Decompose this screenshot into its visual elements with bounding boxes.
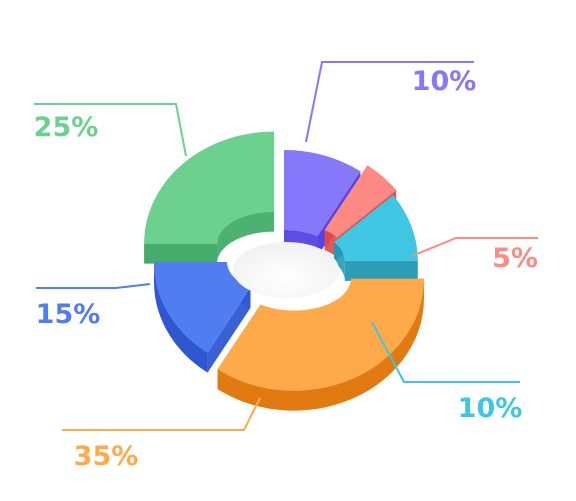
slice-3-outer-wall <box>217 278 424 411</box>
data-label-0: 10% <box>412 66 477 97</box>
leader-line-4 <box>36 283 151 289</box>
leader-line-3 <box>62 397 261 431</box>
leader-line-2 <box>371 321 520 383</box>
slice-1-red <box>324 165 397 238</box>
slice-4-blue <box>154 262 251 353</box>
data-label-5: 25% <box>34 112 99 143</box>
donut-hole <box>233 242 339 298</box>
slice-5-inner-wall <box>217 211 275 264</box>
slice-5-edge-wall-0 <box>144 243 218 264</box>
slice-2-inner-wall <box>333 242 345 281</box>
leader-line-1 <box>411 237 538 257</box>
data-label-1: 5% <box>492 243 538 274</box>
slice-4-outer-wall <box>154 262 208 373</box>
slice-2-cyan <box>333 195 418 261</box>
slice-4-edge-wall-0 <box>207 287 251 373</box>
leader-line-5 <box>34 103 187 157</box>
slice-2-edge-wall-1 <box>344 260 418 281</box>
slice-0-purple <box>284 150 361 237</box>
slice-5-green <box>144 131 275 244</box>
data-label-2: 10% <box>458 393 523 424</box>
data-label-3: 35% <box>74 441 139 472</box>
data-label-4: 15% <box>36 299 101 330</box>
leader-line-0 <box>305 61 474 143</box>
slice-3-orange <box>217 278 424 391</box>
